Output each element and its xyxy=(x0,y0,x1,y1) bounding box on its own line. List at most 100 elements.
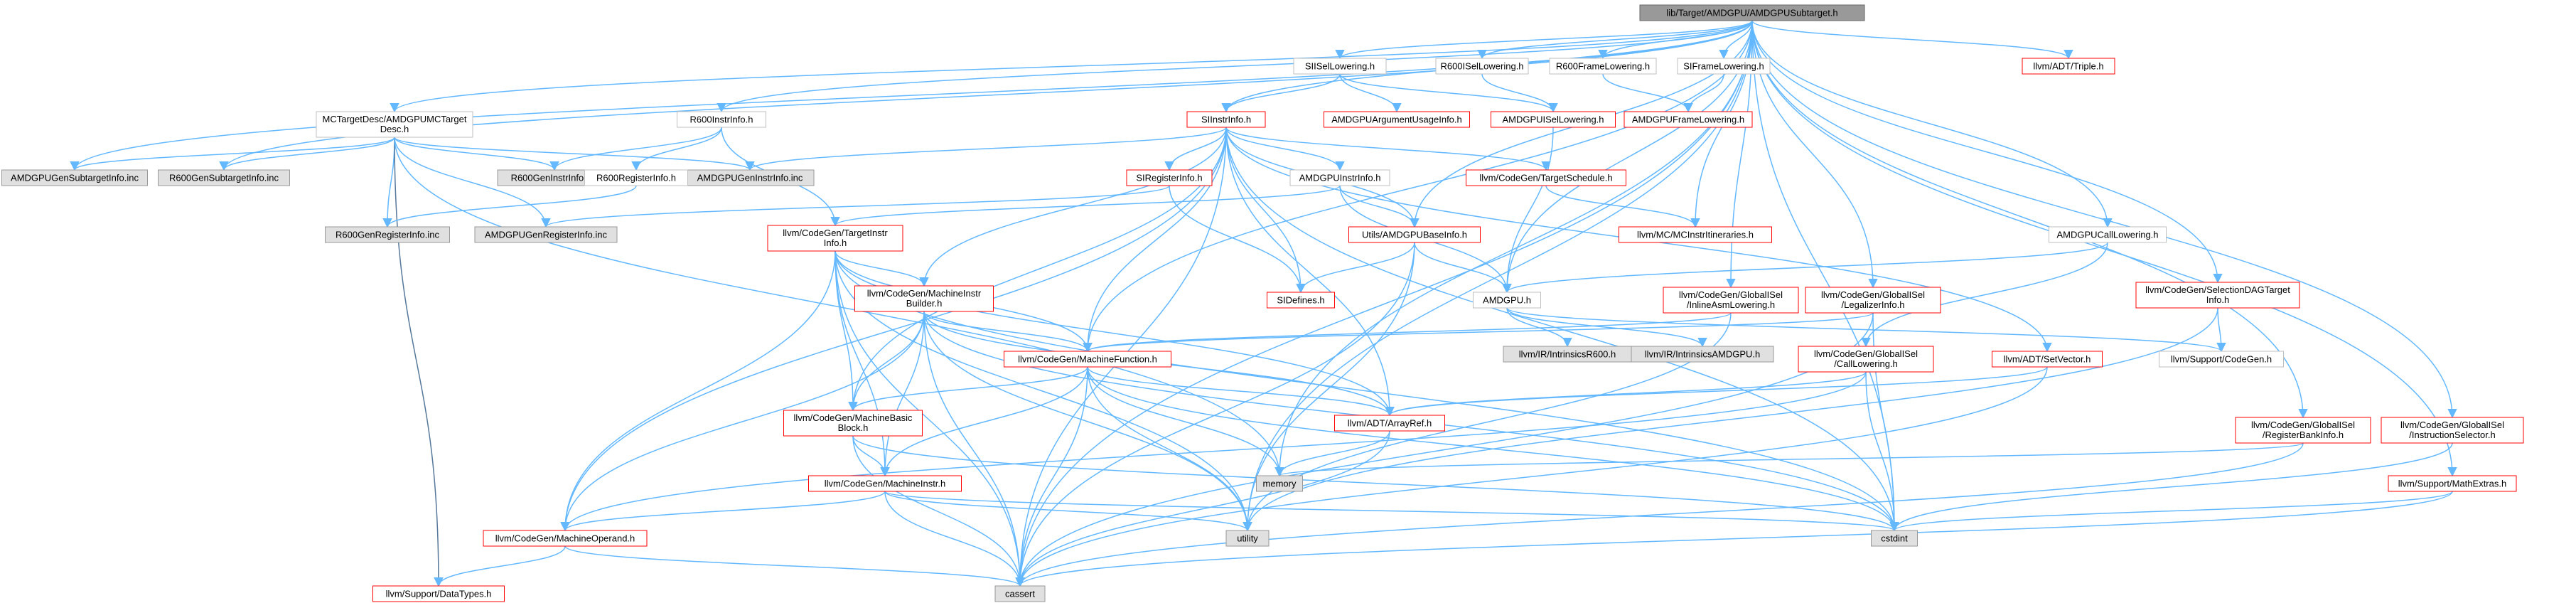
node-amdgpusubtargetinfo[interactable]: AMDGPUGenSubtargetInfo.inc xyxy=(1,169,148,186)
node-label: llvm/CodeGen/SelectionDAGTarget xyxy=(2145,284,2290,295)
node-codegenh[interactable]: llvm/Support/CodeGen.h xyxy=(2159,351,2284,368)
node-intrinsicsr600[interactable]: llvm/IR/IntrinsicsR600.h xyxy=(1503,346,1632,363)
node-mcinstrinfo[interactable]: llvm/MC/MCInstrItineraries.h xyxy=(1619,226,1772,243)
node-cstdint[interactable]: cstdint xyxy=(1871,530,1918,547)
node-label: llvm/CodeGen/GlobalISel xyxy=(1821,289,1925,300)
node-label: llvm/ADT/Triple.h xyxy=(2033,61,2103,72)
node-box xyxy=(2049,226,2167,243)
edge-setvector-to-arrayref xyxy=(1385,366,2048,417)
node-box xyxy=(1348,226,1481,243)
node-label: AMDGPUInstrInfo.h xyxy=(1299,173,1381,183)
edge-setvector-to-cassert xyxy=(1015,366,2048,587)
node-siinstrinfo[interactable]: SIInstrInfo.h xyxy=(1186,111,1266,128)
node-box xyxy=(1324,111,1470,128)
node-mathextras[interactable]: llvm/Support/MathExtras.h xyxy=(2388,475,2517,492)
edge-machineoperand-to-cassert xyxy=(564,545,1025,587)
edge-root-to-registerbankinfo xyxy=(1751,20,2308,419)
node-label: SIRegisterInfo.h xyxy=(1136,173,1202,183)
node-box xyxy=(1435,58,1529,75)
node-r600geninstrinfo[interactable]: R600GenInstrInfo.inc xyxy=(497,169,612,186)
node-amdgpuh[interactable]: AMDGPU.h xyxy=(1473,292,1541,309)
dependency-edges xyxy=(70,20,2457,587)
node-amdgpugeninstrinfo[interactable]: AMDGPUGenInstrInfo.inc xyxy=(685,169,815,186)
node-label: /InlineAsmLowering.h xyxy=(1687,299,1775,310)
edge-siinstrinfo-to-amdgpuinstrinfo xyxy=(1225,127,1345,171)
node-siframelowering[interactable]: SIFrameLowering.h xyxy=(1677,58,1771,75)
node-box xyxy=(316,111,473,138)
node-sidefines[interactable]: SIDefines.h xyxy=(1267,292,1335,309)
edge-r600isellowering-to-amdgpuisellowering xyxy=(1481,73,1558,113)
node-label: Block.h xyxy=(838,422,869,433)
node-box xyxy=(1798,346,1934,373)
node-arrayref[interactable]: llvm/ADT/ArrayRef.h xyxy=(1334,415,1445,432)
node-box xyxy=(1663,287,1799,314)
edge-amdgpuisellowering-to-amdgpuh xyxy=(1502,127,1554,294)
node-label: llvm/CodeGen/MachineInstr xyxy=(867,288,982,299)
node-calllowering[interactable]: llvm/CodeGen/GlobalISel/CallLowering.h xyxy=(1798,346,1934,373)
node-label: AMDGPUArgumentUsageInfo.h xyxy=(1331,114,1462,125)
node-root[interactable]: lib/Target/AMDGPU/AMDGPUSubtarget.h xyxy=(1639,4,1865,21)
node-amdgpuinstrinfo[interactable]: AMDGPUInstrInfo.h xyxy=(1289,169,1390,186)
edge-targetinstrinfo-to-machineoperand xyxy=(560,250,836,532)
node-label: /RegisterBankInfo.h xyxy=(2263,429,2344,440)
node-r600framelowering[interactable]: R600FrameLowering.h xyxy=(1549,58,1657,75)
node-registerbankinfo[interactable]: llvm/CodeGen/GlobalISel/RegisterBankInfo… xyxy=(2235,417,2371,444)
node-box xyxy=(1871,530,1918,547)
node-argusage[interactable]: AMDGPUArgumentUsageInfo.h xyxy=(1324,111,1470,128)
node-r600genregisterinfo[interactable]: R600GenRegisterInfo.inc xyxy=(325,226,450,243)
node-label: R600ISelLowering.h xyxy=(1440,61,1523,72)
node-amdgpubaseinfo[interactable]: Utils/AMDGPUBaseInfo.h xyxy=(1348,226,1481,243)
edge-siregisterinfo-to-sidefines xyxy=(1169,185,1306,294)
node-box xyxy=(1473,292,1541,309)
edge-arrayref-to-memory xyxy=(1274,430,1390,477)
node-r600subtargetinfo[interactable]: R600GenSubtargetInfo.inc xyxy=(158,169,290,186)
edge-machineinstr-to-machineoperand xyxy=(560,491,886,532)
edge-root-to-amdgpucalllowering xyxy=(1751,20,2113,228)
node-label: /InstructionSelector.h xyxy=(2409,429,2495,440)
node-targetschedule[interactable]: llvm/CodeGen/TargetSchedule.h xyxy=(1466,169,1626,186)
node-label: Info.h xyxy=(2206,294,2230,305)
node-siregisterinfo[interactable]: SIRegisterInfo.h xyxy=(1126,169,1213,186)
node-amdgpugenregisterinfo[interactable]: AMDGPUGenRegisterInfo.inc xyxy=(474,226,618,243)
node-box xyxy=(1631,346,1774,363)
node-legalizerinfo[interactable]: llvm/CodeGen/GlobalISel/LegalizerInfo.h xyxy=(1805,287,1941,314)
node-box xyxy=(1126,169,1213,186)
node-machineoperand[interactable]: llvm/CodeGen/MachineOperand.h xyxy=(483,530,648,547)
node-label: R600GenSubtargetInfo.inc xyxy=(169,173,279,183)
edge-machineinstrbuilder-to-cassert xyxy=(923,311,1025,587)
node-label: AMDGPUGenSubtargetInfo.inc xyxy=(11,173,139,183)
node-setvector[interactable]: llvm/ADT/SetVector.h xyxy=(1992,351,2103,368)
node-triple[interactable]: llvm/ADT/Triple.h xyxy=(2022,58,2115,75)
node-cassert[interactable]: cassert xyxy=(994,585,1046,602)
node-datatypes[interactable]: llvm/Support/DataTypes.h xyxy=(372,585,505,602)
edge-root-to-r600isellowering xyxy=(1477,20,1753,60)
node-sisellowering[interactable]: SIISelLowering.h xyxy=(1293,58,1387,75)
node-label: MCTargetDesc/AMDGPUMCTarget xyxy=(323,114,467,124)
node-intrinsicsamdgpu[interactable]: llvm/IR/IntrinsicsAMDGPU.h xyxy=(1631,346,1774,363)
node-amdgpucalllowering[interactable]: AMDGPUCallLowering.h xyxy=(2049,226,2167,243)
node-amdgpuisellowering[interactable]: AMDGPUISelLowering.h xyxy=(1491,111,1616,128)
node-r600registerinfo[interactable]: R600RegisterInfo.h xyxy=(584,169,688,186)
node-r600instrinfo[interactable]: R600InstrInfo.h xyxy=(677,111,766,128)
node-label: llvm/IR/IntrinsicsAMDGPU.h xyxy=(1645,349,1761,360)
node-amdgpuframelowering[interactable]: AMDGPUFrameLowering.h xyxy=(1624,111,1753,128)
node-utility[interactable]: utility xyxy=(1225,530,1270,547)
node-machineinstr[interactable]: llvm/CodeGen/MachineInstr.h xyxy=(808,475,962,492)
node-machinefunction[interactable]: llvm/CodeGen/MachineFunction.h xyxy=(1004,351,1171,368)
node-box xyxy=(158,169,290,186)
node-label: R600FrameLowering.h xyxy=(1556,61,1650,72)
node-r600isellowering[interactable]: R600ISelLowering.h xyxy=(1435,58,1529,75)
node-label: llvm/Support/MathExtras.h xyxy=(2398,479,2506,489)
node-instructionselector[interactable]: llvm/CodeGen/GlobalISel/InstructionSelec… xyxy=(2381,417,2524,444)
edge-legalizerinfo-to-machinefunction xyxy=(1083,312,1874,353)
node-inlineasmlowering[interactable]: llvm/CodeGen/GlobalISel/InlineAsmLowerin… xyxy=(1663,287,1799,314)
edge-root-to-sisellowering xyxy=(1335,20,1753,60)
node-label: llvm/CodeGen/MachineInstr.h xyxy=(825,479,946,489)
edge-machineoperand-to-datatypes xyxy=(434,545,566,587)
node-memory[interactable]: memory xyxy=(1256,475,1303,492)
